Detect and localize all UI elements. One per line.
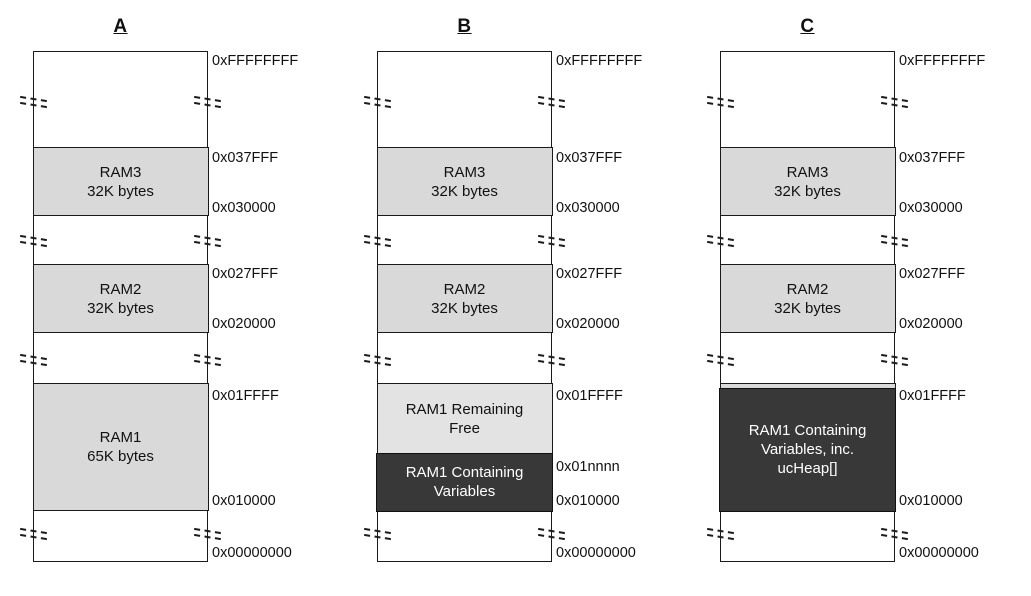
break-mark <box>707 95 734 109</box>
diagram-b-ram3-region: RAM3 32K bytes <box>376 147 553 216</box>
address-label-ram1-bottom: 0x010000 <box>899 493 963 509</box>
address-label-top: 0xFFFFFFFF <box>556 53 643 69</box>
break-mark <box>881 527 908 541</box>
address-label-bottom: 0x00000000 <box>212 545 292 561</box>
address-label-ram2-bottom: 0x020000 <box>212 316 276 332</box>
address-label-ram1-top: 0x01FFFF <box>556 388 623 404</box>
address-label-bottom: 0x00000000 <box>556 545 636 561</box>
break-mark <box>364 353 391 367</box>
address-label-ram3-top: 0x037FFF <box>899 150 966 166</box>
diagram-a-ram3-region: RAM3 32K bytes <box>32 147 209 216</box>
diagram-c: C RAM3 32K bytes RAM2 32K bytes RAM1 Con… <box>687 0 1031 596</box>
address-label-ram3-bottom: 0x030000 <box>556 200 620 216</box>
address-label-ram2-bottom: 0x020000 <box>556 316 620 332</box>
address-label-ram1-bottom: 0x010000 <box>212 493 276 509</box>
break-mark <box>20 95 47 109</box>
address-label-ram1-top: 0x01FFFF <box>899 388 966 404</box>
address-label-ram2-top: 0x027FFF <box>899 266 966 282</box>
address-label-top: 0xFFFFFFFF <box>899 53 986 69</box>
break-mark <box>20 353 47 367</box>
diagram-c-ram2-region: RAM2 32K bytes <box>719 264 896 333</box>
diagram-b-ram1-free-region: RAM1 Remaining Free <box>405 401 524 437</box>
address-label-ram2-top: 0x027FFF <box>212 266 279 282</box>
break-mark <box>364 234 391 248</box>
address-label-ram1-top: 0x01FFFF <box>212 388 279 404</box>
break-mark <box>707 234 734 248</box>
address-label-ram3-bottom: 0x030000 <box>212 200 276 216</box>
break-mark <box>881 95 908 109</box>
diagram-a: A RAM3 32K bytes RAM2 32K bytes RAM1 65K… <box>0 0 344 596</box>
break-mark <box>881 234 908 248</box>
break-mark <box>364 95 391 109</box>
break-mark <box>20 234 47 248</box>
address-label-ram3-top: 0x037FFF <box>556 150 623 166</box>
diagram-c-ram3-region: RAM3 32K bytes <box>719 147 896 216</box>
address-label-ram3-bottom: 0x030000 <box>899 200 963 216</box>
break-mark <box>538 527 565 541</box>
diagram-c-title: C <box>800 16 815 37</box>
diagram-c-memory-column: RAM3 32K bytes RAM2 32K bytes RAM1 Conta… <box>707 51 908 562</box>
diagram-a-ram2-region: RAM2 32K bytes <box>32 264 209 333</box>
address-label-ram2-bottom: 0x020000 <box>899 316 963 332</box>
diagram-b-title: B <box>457 16 472 37</box>
address-label-ram2-top: 0x027FFF <box>556 266 623 282</box>
break-mark <box>194 353 221 367</box>
address-label-ram1-vars-top: 0x01nnnn <box>556 459 620 475</box>
diagram-a-ram1-region: RAM1 65K bytes <box>32 383 209 511</box>
break-mark <box>20 527 47 541</box>
diagram-c-ram1-region: RAM1 Containing Variables, inc. ucHeap[] <box>719 383 896 512</box>
break-mark <box>364 527 391 541</box>
break-mark <box>538 234 565 248</box>
break-mark <box>707 353 734 367</box>
address-label-bottom: 0x00000000 <box>899 545 979 561</box>
diagram-b-memory-column: RAM3 32K bytes RAM2 32K bytes RAM1 Remai… <box>364 51 565 562</box>
address-label-top: 0xFFFFFFFF <box>212 53 299 69</box>
diagram-b-ram1-variables-region: RAM1 Containing Variables <box>376 452 553 512</box>
diagram-b-ram1-region: RAM1 Remaining Free RAM1 Containing Vari… <box>376 383 553 512</box>
address-label-ram1-bottom: 0x010000 <box>556 493 620 509</box>
diagram-a-title: A <box>113 16 128 37</box>
diagram-b-ram2-region: RAM2 32K bytes <box>376 264 553 333</box>
break-mark <box>538 95 565 109</box>
diagram-c-ram1-variables-region: RAM1 Containing Variables, inc. ucHeap[] <box>719 387 896 512</box>
diagram-a-memory-column: RAM3 32K bytes RAM2 32K bytes RAM1 65K b… <box>20 51 221 562</box>
break-mark <box>538 353 565 367</box>
break-mark <box>881 353 908 367</box>
break-mark <box>194 95 221 109</box>
address-label-ram3-top: 0x037FFF <box>212 150 279 166</box>
break-mark <box>194 234 221 248</box>
diagram-b: B RAM3 32K bytes RAM2 32K bytes RAM1 Rem… <box>344 0 688 596</box>
break-mark <box>707 527 734 541</box>
break-mark <box>194 527 221 541</box>
